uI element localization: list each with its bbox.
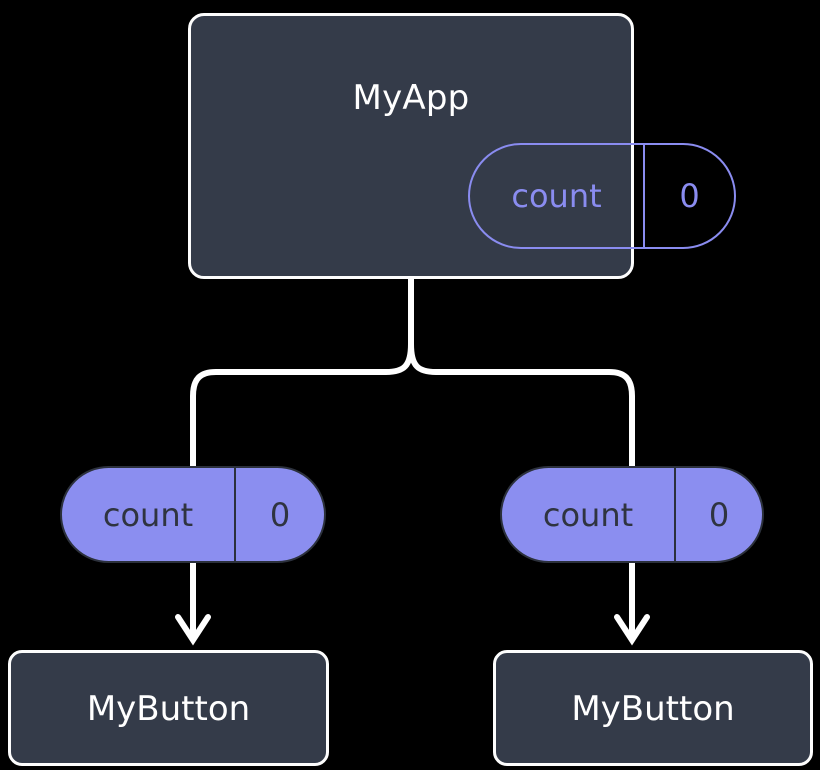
root-component-myapp[interactable]: MyApp count 0 — [188, 13, 736, 279]
child-component-mybutton-left[interactable]: MyButton — [8, 650, 329, 766]
state-pill-key: count — [470, 145, 645, 247]
child-component-left-label: MyButton — [86, 689, 251, 729]
state-pill-value: 0 — [679, 177, 700, 215]
prop-pill-right-key: count — [502, 468, 676, 561]
child-component-mybutton-right[interactable]: MyButton — [493, 650, 813, 766]
parent-to-children-fork-right — [408, 341, 635, 469]
prop-flow-arrowhead-left — [175, 614, 211, 646]
state-pill-count[interactable]: count 0 — [468, 143, 736, 249]
prop-pill-left-value: 0 — [269, 495, 291, 534]
parent-to-children-fork — [190, 276, 414, 469]
prop-pill-right-value: 0 — [708, 495, 730, 534]
prop-flow-arrowhead-right — [614, 614, 650, 646]
root-component-label: MyApp — [352, 78, 470, 118]
prop-pill-left-key: count — [62, 468, 236, 561]
prop-pill-left[interactable]: count 0 — [60, 466, 326, 563]
child-component-right-label: MyButton — [571, 689, 735, 729]
prop-pill-right[interactable]: count 0 — [500, 466, 764, 563]
